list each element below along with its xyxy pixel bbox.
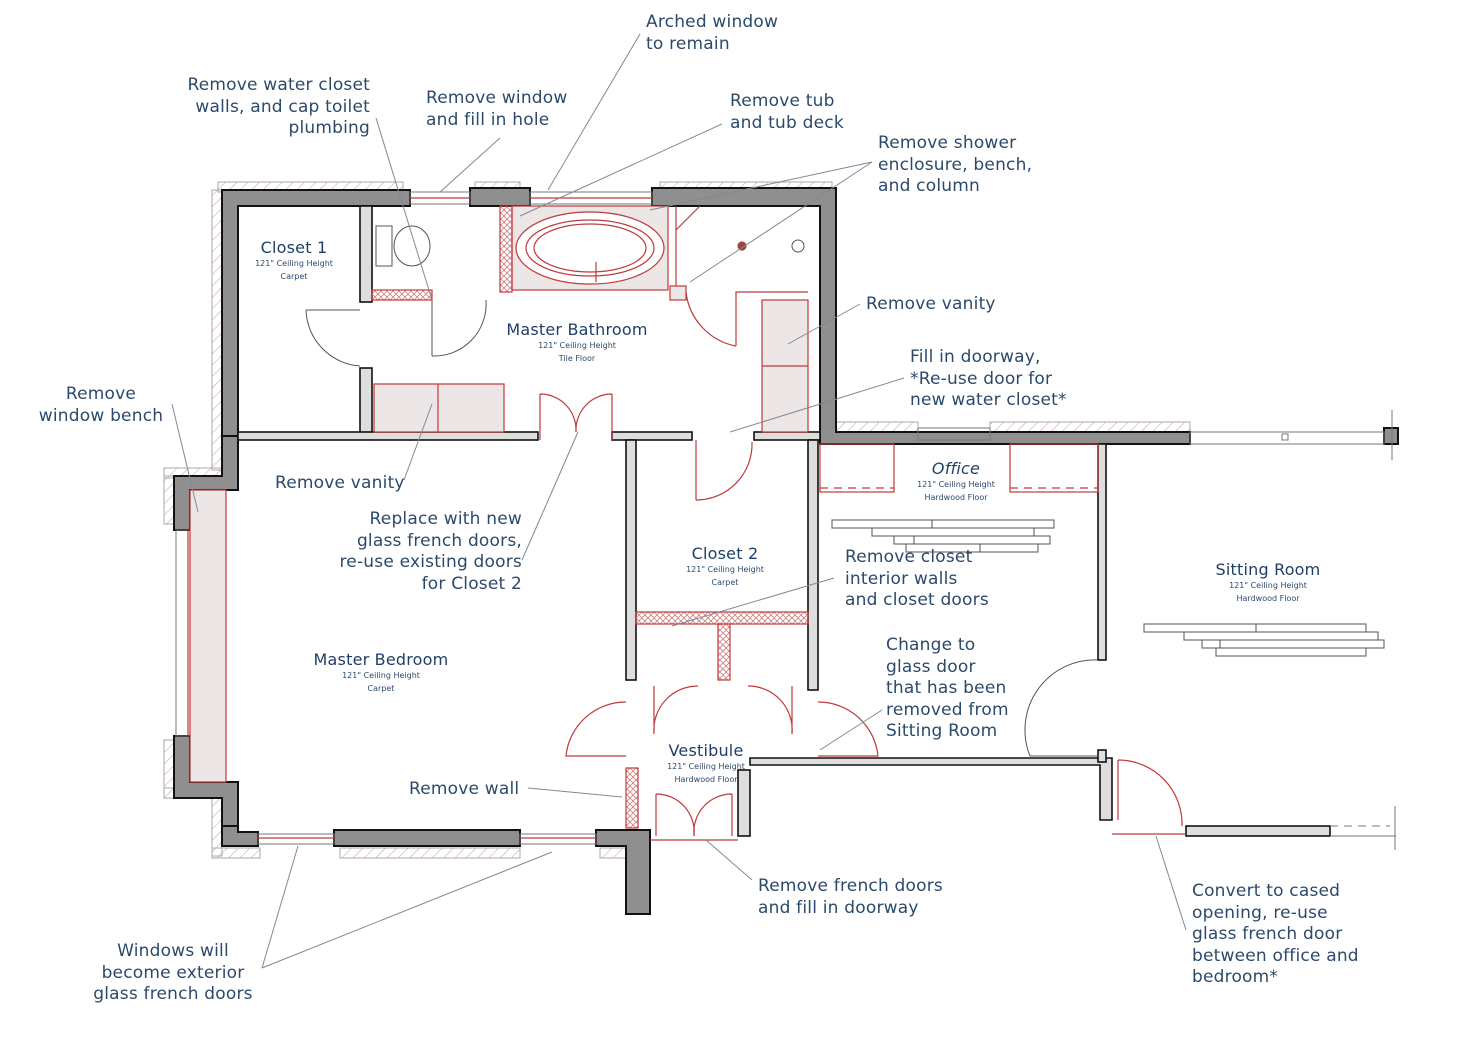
note-change-glass-door: Change to glass door that has been remov… <box>886 635 1009 741</box>
room-ceiling: 121" Ceiling Height <box>538 341 616 350</box>
demolition-items <box>187 197 1186 841</box>
note-fill-doorway: Fill in doorway, *Re-use door for new wa… <box>910 347 1067 410</box>
room-ceiling: 121" Ceiling Height <box>1229 581 1307 590</box>
room-ceiling: 121" Ceiling Height <box>917 480 995 489</box>
room-name: Master Bathroom <box>506 320 648 339</box>
room-floor: Hardwood Floor <box>924 493 988 502</box>
room-floor: Carpet <box>711 578 739 587</box>
leader-lines <box>171 33 1187 969</box>
room-floor: Tile Floor <box>558 354 596 363</box>
room-label-closet-2: Closet 2 121" Ceiling Height Carpet <box>674 544 776 589</box>
room-label-office: Office 121" Ceiling Height Hardwood Floo… <box>906 459 1006 504</box>
room-floor: Hardwood Floor <box>1236 594 1300 603</box>
note-convert-cased-opening: Convert to cased opening, re-use glass f… <box>1192 881 1359 987</box>
room-name: Sitting Room <box>1215 560 1321 579</box>
note-remove-wall: Remove wall <box>409 779 520 799</box>
room-name: Master Bedroom <box>313 650 449 669</box>
note-remove-window-bench: Remove window bench <box>38 384 164 426</box>
room-label-sitting-room: Sitting Room 121" Ceiling Height Hardwoo… <box>1200 560 1336 605</box>
interior-walls <box>237 205 1331 837</box>
note-remove-tub: Remove tub and tub deck <box>730 91 844 133</box>
note-remove-vanity-bath: Remove vanity <box>866 294 996 314</box>
room-floor: Carpet <box>367 684 395 693</box>
room-floor: Carpet <box>280 272 308 281</box>
room-name: Vestibule <box>668 741 744 760</box>
room-ceiling: 121" Ceiling Height <box>342 671 420 680</box>
room-label-master-bedroom: Master Bedroom 121" Ceiling Height Carpe… <box>300 650 462 695</box>
room-label-vestibule: Vestibule 121" Ceiling Height Hardwood F… <box>656 741 756 786</box>
note-remove-shower: Remove shower enclosure, bench, and colu… <box>878 133 1033 196</box>
room-ceiling: 121" Ceiling Height <box>667 762 745 771</box>
room-label-master-bathroom: Master Bathroom 121" Ceiling Height Tile… <box>494 320 660 365</box>
room-name: Closet 2 <box>691 544 759 563</box>
doors-fixtures <box>305 225 1385 757</box>
room-floor: Hardwood Floor <box>674 775 738 784</box>
room-label-closet-1: Closet 1 121" Ceiling Height Carpet <box>244 238 344 283</box>
note-remove-closet-walls: Remove closet interior walls and closet … <box>845 547 989 610</box>
note-windows-french-doors: Windows will become exterior glass frenc… <box>93 941 253 1004</box>
note-replace-french-doors: Replace with new glass french doors, re-… <box>339 509 522 594</box>
room-ceiling: 121" Ceiling Height <box>255 259 333 268</box>
note-remove-vanity-bedroom: Remove vanity <box>275 473 405 493</box>
room-ceiling: 121" Ceiling Height <box>686 565 764 574</box>
room-name: Closet 1 <box>260 238 328 257</box>
note-remove-water-closet-walls: Remove water closet walls, and cap toile… <box>187 75 370 138</box>
note-remove-french-doors: Remove french doors and fill in doorway <box>758 876 943 918</box>
note-remove-window-fill: Remove window and fill in hole <box>426 88 568 130</box>
room-name: Office <box>931 459 981 478</box>
note-arched-window: Arched window to remain <box>646 12 779 54</box>
